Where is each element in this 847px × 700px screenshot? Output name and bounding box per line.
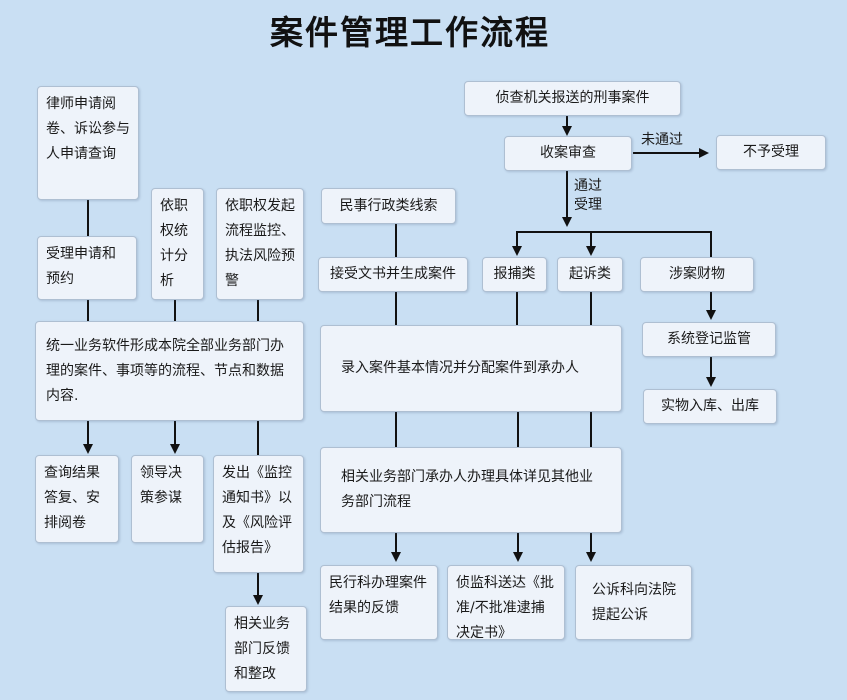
node-leader-reference: 领导决策参谋 (131, 455, 204, 543)
node-enter-info: 录入案件基本情况并分配案件到承办人 (320, 325, 622, 412)
node-query-reply: 查询结果答复、安排阅卷 (35, 455, 119, 543)
node-reject: 不予受理 (716, 135, 826, 170)
node-storage: 实物入库、出库 (643, 389, 777, 424)
node-unified-software: 统一业务软件形成本院全部业务部门办理的案件、事项等的流程、节点和数据内容. (35, 321, 304, 421)
node-register-monitor: 系统登记监管 (642, 322, 776, 357)
node-dept-feedback: 相关业务部门反馈和整改 (225, 606, 307, 692)
node-accept-request: 受理申请和预约 (37, 236, 137, 300)
node-prosecute-type: 起诉类 (557, 257, 623, 292)
label-not-passed: 未通过 (641, 132, 683, 148)
node-accept-doc: 接受文书并生成案件 (318, 257, 468, 292)
node-arrest-decision: 侦监科送达《批准/不批准逮捕决定书》 (447, 565, 565, 641)
node-civil-feedback: 民行科办理案件结果的反馈 (320, 565, 438, 640)
node-issue-notice: 发出《监控通知书》以及《风险评估报告》 (213, 455, 304, 573)
node-receive-review: 收案审查 (504, 136, 632, 171)
node-property: 涉案财物 (640, 257, 754, 292)
node-stat-analysis: 依职权统计分析 (151, 188, 204, 300)
node-public-prosecution: 公诉科向法院提起公诉 (575, 565, 692, 640)
node-police-case: 侦查机关报送的刑事案件 (464, 81, 681, 116)
page-title: 案件管理工作流程 (270, 13, 550, 52)
label-passed: 通过受理 (574, 178, 602, 213)
node-handle-case: 相关业务部门承办人办理具体详见其他业务部门流程 (320, 447, 622, 533)
node-flow-monitor: 依职权发起流程监控、执法风险预警 (216, 188, 304, 300)
node-civil-clue: 民事行政类线索 (321, 188, 456, 224)
node-arrest-type: 报捕类 (482, 257, 547, 292)
node-lawyer-request: 律师申请阅卷、诉讼参与人申请查询 (37, 86, 139, 200)
